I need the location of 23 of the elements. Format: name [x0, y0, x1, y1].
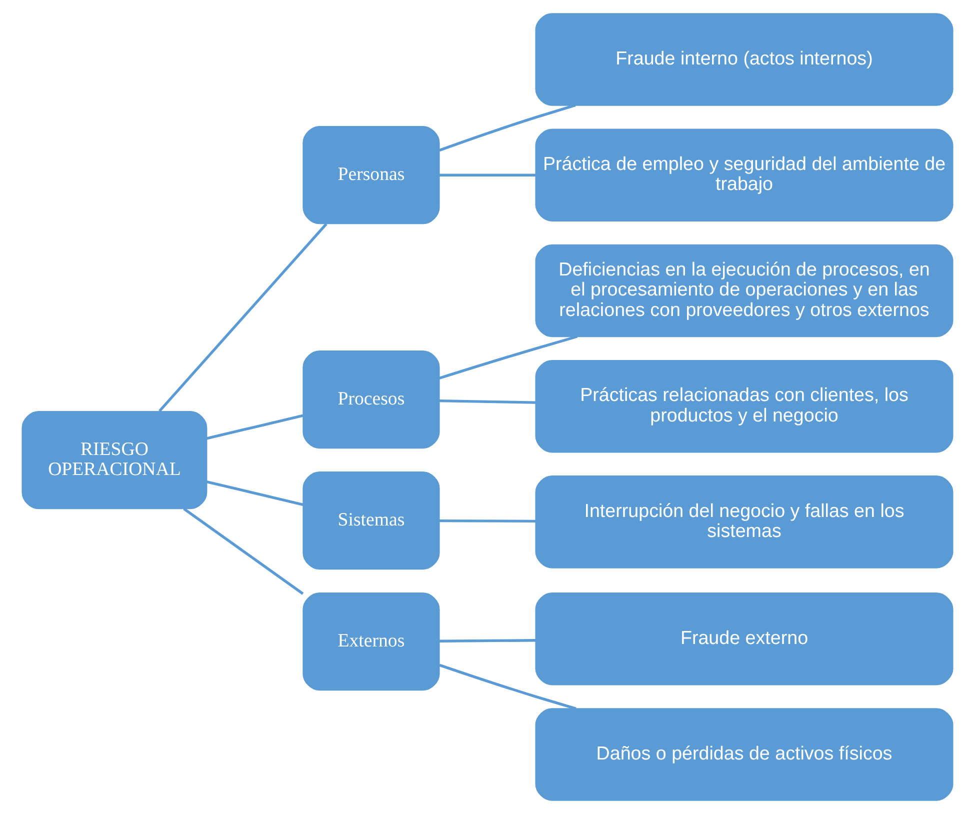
connector [439, 639, 536, 642]
connector [206, 480, 304, 506]
node-box: Sistemas [302, 472, 440, 570]
connector [206, 414, 304, 440]
connector [158, 223, 328, 412]
node-box: Práctica de empleo y seguridad del ambiente de trabajo [535, 128, 954, 222]
node-box: RIESGO OPERACIONAL [22, 411, 208, 510]
connector [439, 520, 536, 523]
connector [438, 104, 576, 152]
node-box: Fraude externo [535, 592, 954, 686]
node-box: Procesos [302, 350, 440, 449]
node-box: Externos [302, 592, 440, 691]
node-box: Prácticas relacionadas con clientes, los productos y el negocio [535, 360, 954, 453]
node-box: Personas [302, 126, 440, 224]
node-box: Daños o pérdidas de activos físicos [535, 708, 954, 801]
node-box: Interrupción del negocio y fallas en los sistemas [535, 476, 954, 568]
connector [438, 335, 578, 380]
connector [439, 399, 536, 404]
node-box: Fraude interno (actos internos) [535, 13, 954, 106]
node-box: Deficiencias en la ejecución de procesos, en el procesamiento de operaciones y en las relaciones con proveedores y otros externos [535, 244, 954, 338]
connector [183, 508, 304, 595]
connector [439, 664, 576, 710]
connector [439, 174, 536, 176]
